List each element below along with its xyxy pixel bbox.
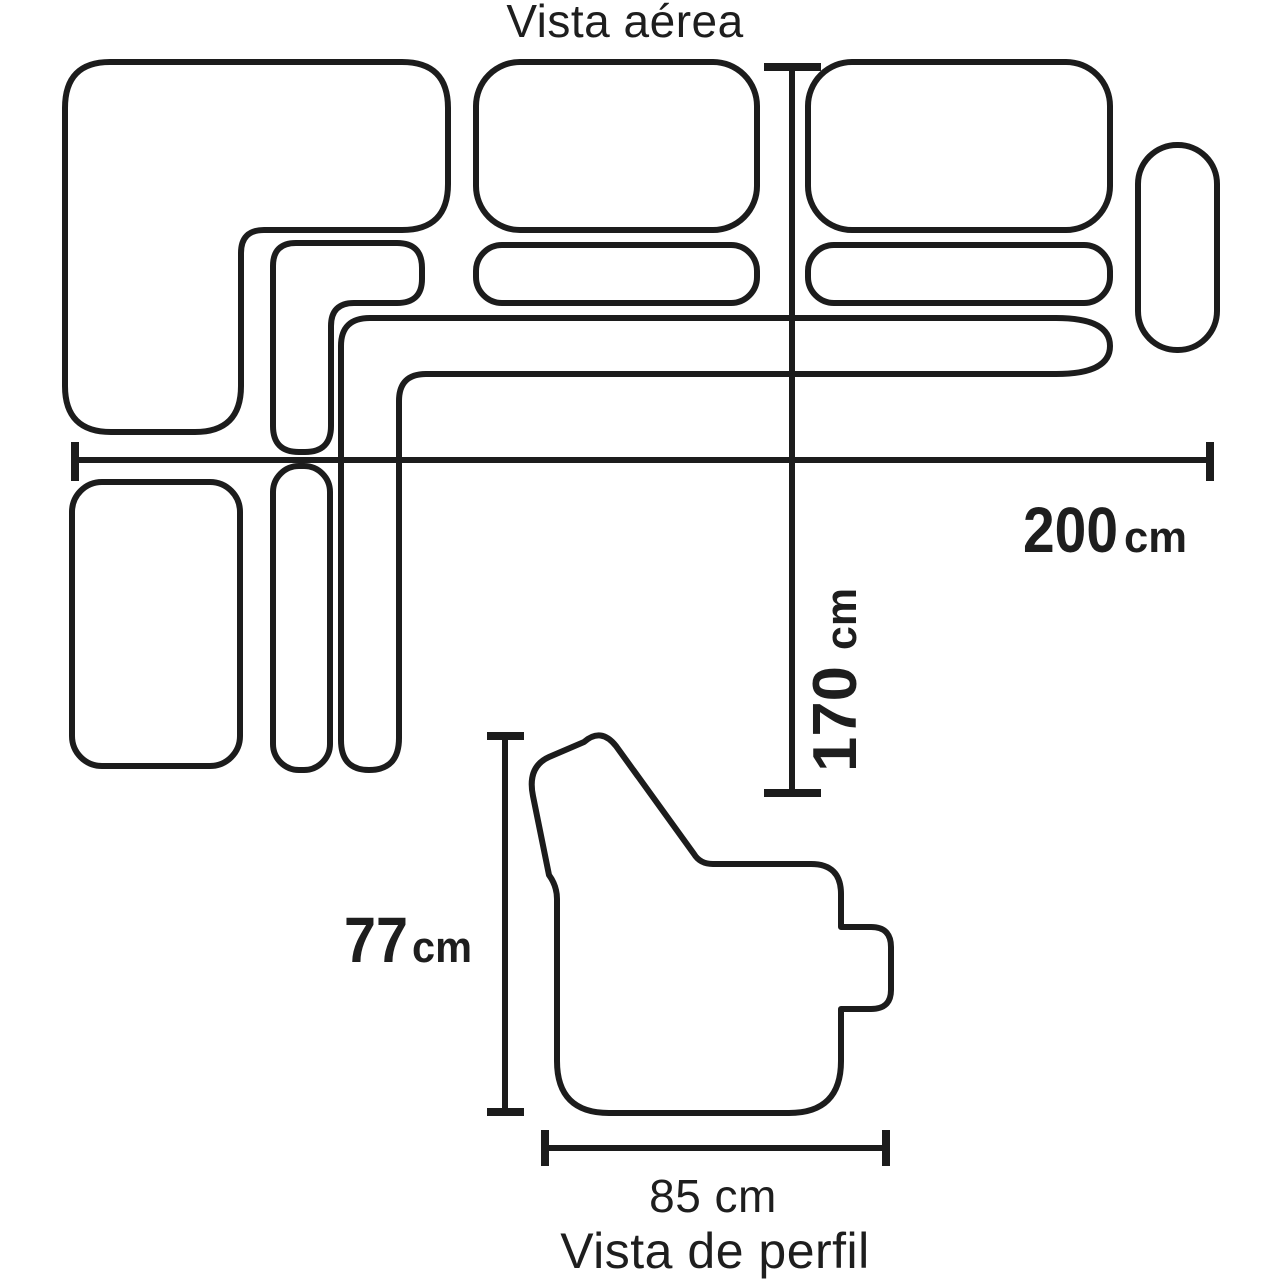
seat-cushion-center [473, 59, 760, 233]
width-dimension-value: 200 [1023, 494, 1118, 566]
dimension-lines [71, 63, 1214, 1166]
top-view [62, 59, 1220, 773]
height-dimension-value: 77 [344, 904, 408, 976]
height-dimension-label: 77 cm [344, 904, 472, 976]
side-view [528, 732, 894, 1116]
corner-cushion-band [270, 240, 425, 455]
depth-dimension-label: 170 cm [801, 588, 870, 772]
seat-cushion-right [805, 59, 1113, 233]
height-dimension-unit: cm [412, 923, 472, 972]
recliner-profile-outline [528, 732, 894, 1116]
width-dimension-label: 200 cm [1023, 494, 1187, 566]
width-dimension-unit: cm [1124, 513, 1187, 562]
corner-strip [270, 463, 333, 773]
side-view-title: Vista de perfil [560, 1223, 870, 1279]
armrest-pill [1135, 142, 1220, 353]
depth-dimension-unit: cm [817, 588, 866, 650]
depth-dimension-value: 170 [801, 666, 870, 772]
seat-pad-right [805, 242, 1113, 306]
corner-section-outline [62, 59, 451, 435]
labels: Vista aérea 200 cm 170 cm 77 cm 85 cm Vi… [344, 0, 1187, 1279]
left-seat-module [69, 479, 243, 769]
profile-width-dimension-label: 85 cm [649, 1170, 777, 1222]
seat-pad-center [473, 242, 760, 306]
top-view-title: Vista aérea [506, 0, 743, 47]
backrest-band [338, 315, 1113, 773]
